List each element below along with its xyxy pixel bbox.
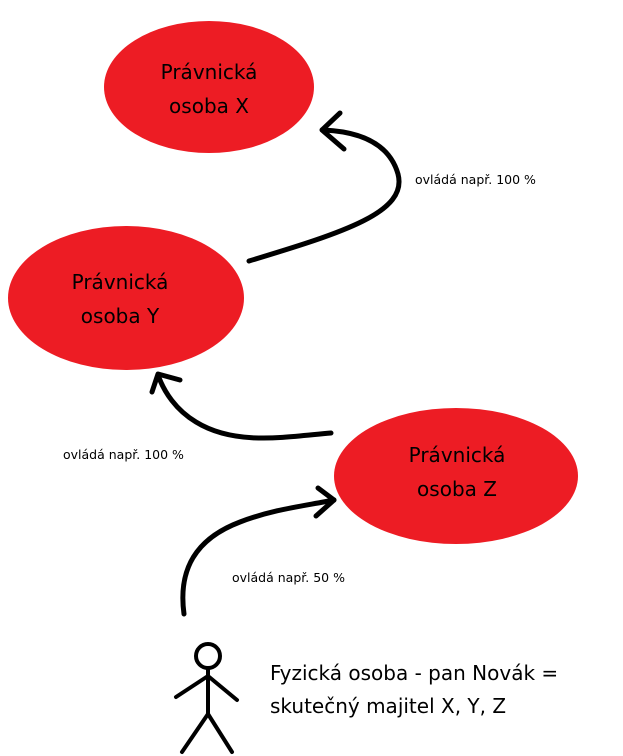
edge-y-to-x-label: ovládá např. 100 %	[415, 172, 536, 187]
node-x-line2: osoba X	[169, 94, 249, 118]
node-y-line1: Právnická	[71, 270, 169, 294]
edge-person-to-z-label: ovládá např. 50 %	[232, 570, 345, 585]
person-label-line2: skutečný majitel X, Y, Z	[270, 694, 507, 718]
node-x-line1: Právnická	[160, 60, 258, 84]
node-z-label: Právnická osoba Z	[387, 438, 527, 506]
node-z-line1: Právnická	[408, 443, 506, 467]
stick-figure-icon	[174, 642, 239, 754]
person-label-line1: Fyzická osoba - pan Novák =	[270, 661, 559, 685]
node-x-ellipse	[104, 21, 314, 153]
edge-person-to-z-arrow	[180, 485, 337, 617]
node-y-label: Právnická osoba Y	[50, 265, 190, 333]
edge-z-to-y-arrow	[149, 371, 334, 441]
node-y-line2: osoba Y	[80, 304, 160, 328]
node-z-ellipse	[334, 408, 578, 544]
person-label: Fyzická osoba - pan Novák = skutečný maj…	[270, 657, 558, 723]
node-z-line2: osoba Z	[417, 477, 497, 501]
edge-y-to-x-arrow	[246, 110, 402, 264]
edge-z-to-y-label: ovládá např. 100 %	[63, 447, 184, 462]
node-y-ellipse	[8, 226, 244, 370]
node-x-label: Právnická osoba X	[144, 55, 274, 123]
